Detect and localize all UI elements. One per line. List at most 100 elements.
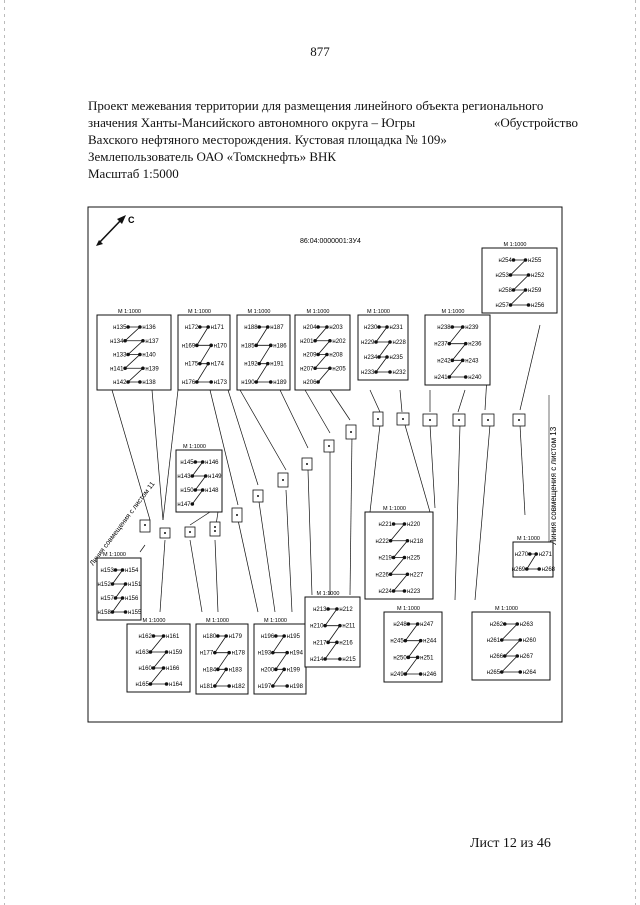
survey-point <box>227 684 231 688</box>
inset-scale: М 1:1000 <box>118 309 141 315</box>
inset-frame <box>175 449 223 513</box>
survey-point-label: н224 <box>379 589 393 595</box>
survey-point <box>328 366 332 371</box>
survey-point-label: н228 <box>393 340 407 346</box>
header-line-1: Проект межевания территории для размещен… <box>88 98 544 113</box>
survey-point-label: н220 <box>407 522 421 528</box>
survey-point <box>388 572 393 577</box>
survey-point <box>138 325 142 329</box>
survey-point-label: н217 <box>313 640 327 646</box>
survey-point <box>224 634 228 638</box>
inset-frame <box>96 557 142 621</box>
sheet-footer: Лист 12 из 46 <box>470 836 551 851</box>
survey-point <box>402 555 407 560</box>
survey-point <box>120 596 125 600</box>
survey-point <box>511 258 516 262</box>
survey-point <box>190 502 195 506</box>
inset-outline <box>124 326 144 383</box>
survey-point <box>138 380 142 384</box>
survey-point <box>206 361 210 366</box>
survey-point-label: н202 <box>332 339 346 345</box>
survey-point-label: н271 <box>539 552 553 558</box>
survey-point <box>447 375 452 379</box>
survey-point-label: н178 <box>232 651 246 657</box>
survey-point-label: н242 <box>437 358 451 364</box>
survey-point <box>525 567 529 571</box>
survey-point <box>418 672 423 676</box>
inset-outline <box>509 259 530 306</box>
parcel-dots <box>144 418 520 534</box>
survey-point-label: н246 <box>423 672 437 678</box>
inset-scale: М 1:1000 <box>367 309 390 315</box>
survey-point <box>193 488 198 492</box>
survey-point <box>164 650 169 654</box>
survey-point-label: н136 <box>142 325 156 331</box>
header-line-3: Вахского нефтяного месторождения. Кустов… <box>88 132 447 147</box>
survey-point <box>335 640 339 645</box>
survey-point <box>209 343 213 348</box>
inset-scale: М 1:1000 <box>206 618 229 624</box>
survey-point <box>508 273 513 277</box>
header-line-5: Масштаб 1:5000 <box>88 166 179 181</box>
inset-scale: М 1:1000 <box>495 606 518 612</box>
survey-point-label: н230 <box>364 325 378 331</box>
survey-point-label: н179 <box>229 634 243 640</box>
survey-point-label: н216 <box>339 640 353 646</box>
survey-point-label: н133 <box>113 353 127 359</box>
survey-point <box>326 640 330 645</box>
survey-point-label: н226 <box>376 572 390 578</box>
survey-point <box>193 460 198 464</box>
survey-point <box>415 655 420 660</box>
inset-outline <box>111 569 127 613</box>
survey-point <box>138 352 142 357</box>
inset-outline <box>404 623 422 675</box>
inset-frame <box>364 511 434 600</box>
page-number: 877 <box>310 44 330 59</box>
survey-point <box>316 380 320 384</box>
survey-point <box>391 522 396 526</box>
survey-point <box>268 380 273 384</box>
survey-point-label: н204 <box>303 325 317 331</box>
survey-point <box>526 273 531 277</box>
survey-point-label: н209 <box>303 353 317 359</box>
joint-line-right: Линия совмещения с листом 13 <box>549 426 558 545</box>
survey-point <box>271 684 275 688</box>
survey-point <box>161 666 166 670</box>
survey-point-label: н195 <box>287 634 301 640</box>
survey-point <box>508 303 513 307</box>
survey-point-label: н171 <box>211 325 225 331</box>
survey-point-label: н142 <box>113 380 127 386</box>
header-line-2: значения Ханты-Мансийского автономного о… <box>88 114 578 131</box>
survey-point-label: н164 <box>169 682 183 688</box>
survey-point-label: н241 <box>434 375 448 381</box>
survey-point <box>403 638 408 643</box>
survey-point-label: н227 <box>410 572 424 578</box>
survey-point-label: н208 <box>329 353 343 359</box>
survey-point-label: н258 <box>499 288 513 294</box>
survey-point <box>388 340 392 344</box>
survey-point-label: н150 <box>180 488 194 494</box>
survey-point-label: н200 <box>261 667 275 673</box>
survey-point-label: н186 <box>273 343 287 349</box>
survey-point <box>257 325 262 329</box>
header-line-2a: значения Ханты-Мансийского автономного о… <box>88 115 416 130</box>
header-line-2b: «Обустройство <box>493 115 578 130</box>
inset-scale: М 1:1000 <box>317 591 340 597</box>
survey-point-label: н147 <box>177 502 191 508</box>
survey-point-label: н262 <box>490 622 504 628</box>
survey-point-label: н254 <box>499 258 513 264</box>
left-scan-edge <box>4 0 5 905</box>
survey-point-label: н145 <box>180 460 194 466</box>
survey-point <box>402 522 407 526</box>
survey-point <box>123 338 127 343</box>
inset-outline <box>526 553 540 570</box>
survey-point-label: н232 <box>393 370 407 376</box>
survey-point-label: н183 <box>229 667 243 673</box>
survey-point-label: н177 <box>200 651 214 657</box>
survey-point <box>113 568 118 572</box>
survey-point-label: н247 <box>420 622 434 628</box>
survey-point-label: н135 <box>113 325 127 331</box>
survey-point-label: н192 <box>244 362 258 368</box>
